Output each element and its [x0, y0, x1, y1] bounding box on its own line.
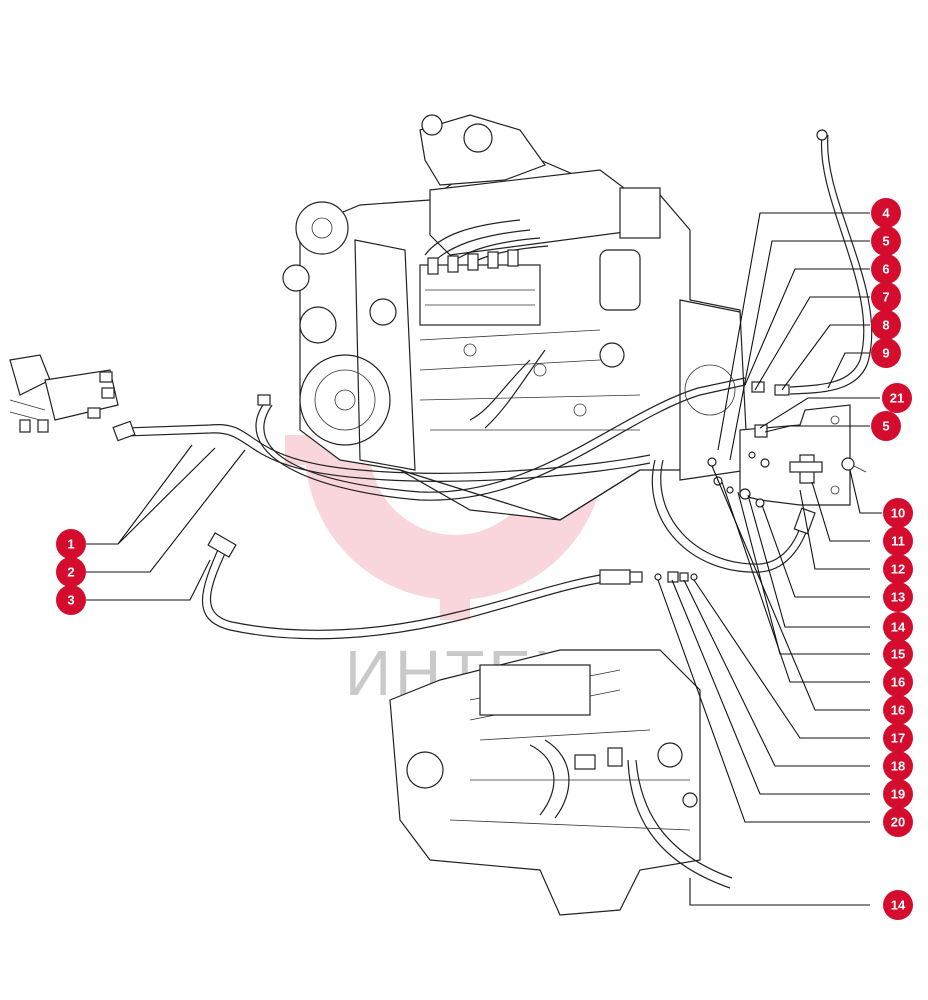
callout-16-lower-label: 16: [891, 703, 905, 718]
callout-19: 19: [883, 779, 913, 809]
callout-3-label: 3: [67, 593, 74, 608]
callout-15: 15: [883, 639, 913, 669]
callout-14-lower: 14: [883, 890, 913, 920]
callout-16-lower: 16: [883, 695, 913, 725]
callout-7: 7: [871, 282, 901, 312]
callout-5-lower: 5: [871, 411, 901, 441]
callout-14-lower-label: 14: [891, 898, 906, 913]
callout-8-label: 8: [882, 318, 889, 333]
callout-2-label: 2: [67, 565, 74, 580]
callout-14-upper-label: 14: [891, 620, 906, 635]
callout-17-label: 17: [891, 731, 905, 746]
callout-14-upper: 14: [883, 612, 913, 642]
callout-8: 8: [871, 310, 901, 340]
callout-6: 6: [871, 254, 901, 284]
callout-4: 4: [871, 198, 901, 228]
callout-5-upper-label: 5: [882, 234, 889, 249]
mounting-bracket: [707, 381, 867, 508]
injection-pump: [419, 249, 541, 326]
callout-6-label: 6: [882, 262, 889, 277]
callout-1: 1: [56, 529, 86, 559]
callout-4-label: 4: [882, 206, 890, 221]
callout-9-label: 9: [882, 346, 889, 361]
callout-18: 18: [883, 751, 913, 781]
callout-16-upper: 16: [883, 667, 913, 697]
callout-3: 3: [56, 585, 86, 615]
callout-13-label: 13: [891, 590, 905, 605]
callout-17: 17: [883, 723, 913, 753]
callout-10-label: 10: [891, 506, 905, 521]
callout-1-label: 1: [67, 537, 74, 552]
callout-11-label: 11: [891, 534, 905, 549]
engine-inset-view: [389, 649, 733, 916]
callout-18-label: 18: [891, 759, 905, 774]
callout-21-label: 21: [890, 391, 904, 406]
callout-9: 9: [871, 338, 901, 368]
callout-13: 13: [883, 582, 913, 612]
callout-20-label: 20: [891, 815, 905, 830]
engine-main-view: [282, 114, 749, 521]
hoses-main: [112, 129, 873, 640]
callout-20: 20: [883, 807, 913, 837]
callout-21: 21: [882, 383, 912, 413]
callout-2: 2: [56, 557, 86, 587]
callout-12: 12: [883, 554, 913, 584]
hydraulic-valve-block: [9, 354, 119, 433]
callout-10: 10: [883, 498, 913, 528]
callout-12-label: 12: [891, 562, 905, 577]
callout-11: 11: [883, 526, 913, 556]
callout-16-upper-label: 16: [891, 675, 905, 690]
leader-lines: [86, 212, 882, 906]
callout-5-lower-label: 5: [882, 419, 889, 434]
callout-7-label: 7: [882, 290, 889, 305]
callout-19-label: 19: [891, 787, 905, 802]
callout-5-upper: 5: [871, 226, 901, 256]
callout-15-label: 15: [891, 647, 905, 662]
